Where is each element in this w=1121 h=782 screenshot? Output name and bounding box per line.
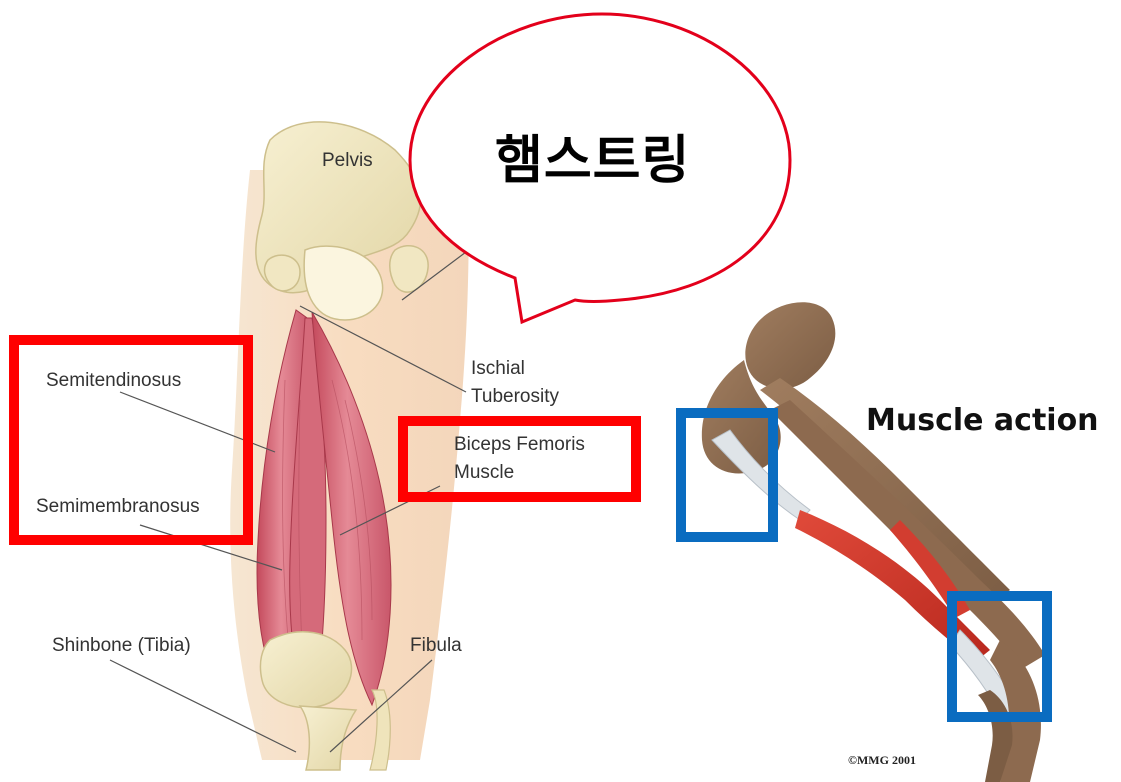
fibula-label: Fibula [410, 633, 462, 659]
biceps-femoris-label-line2: Muscle [454, 460, 514, 486]
ischial-label-line2: Tuberosity [471, 384, 559, 410]
pelvis-label: Pelvis [322, 148, 373, 174]
ischial-label-line1: Ischial [471, 356, 525, 382]
semitendinosus-label: Semitendinosus [46, 368, 181, 394]
shinbone-label: Shinbone (Tibia) [52, 633, 191, 659]
biceps-femoris-label-line1: Biceps Femoris [454, 432, 585, 458]
callout-text: 햄스트링 [495, 118, 690, 193]
muscle-action-illustration [702, 302, 1045, 782]
muscle-action-title: Muscle action [866, 403, 1099, 438]
copyright-notice: ©MMG 2001 [848, 753, 916, 768]
semimembranosus-label: Semimembranosus [36, 494, 200, 520]
